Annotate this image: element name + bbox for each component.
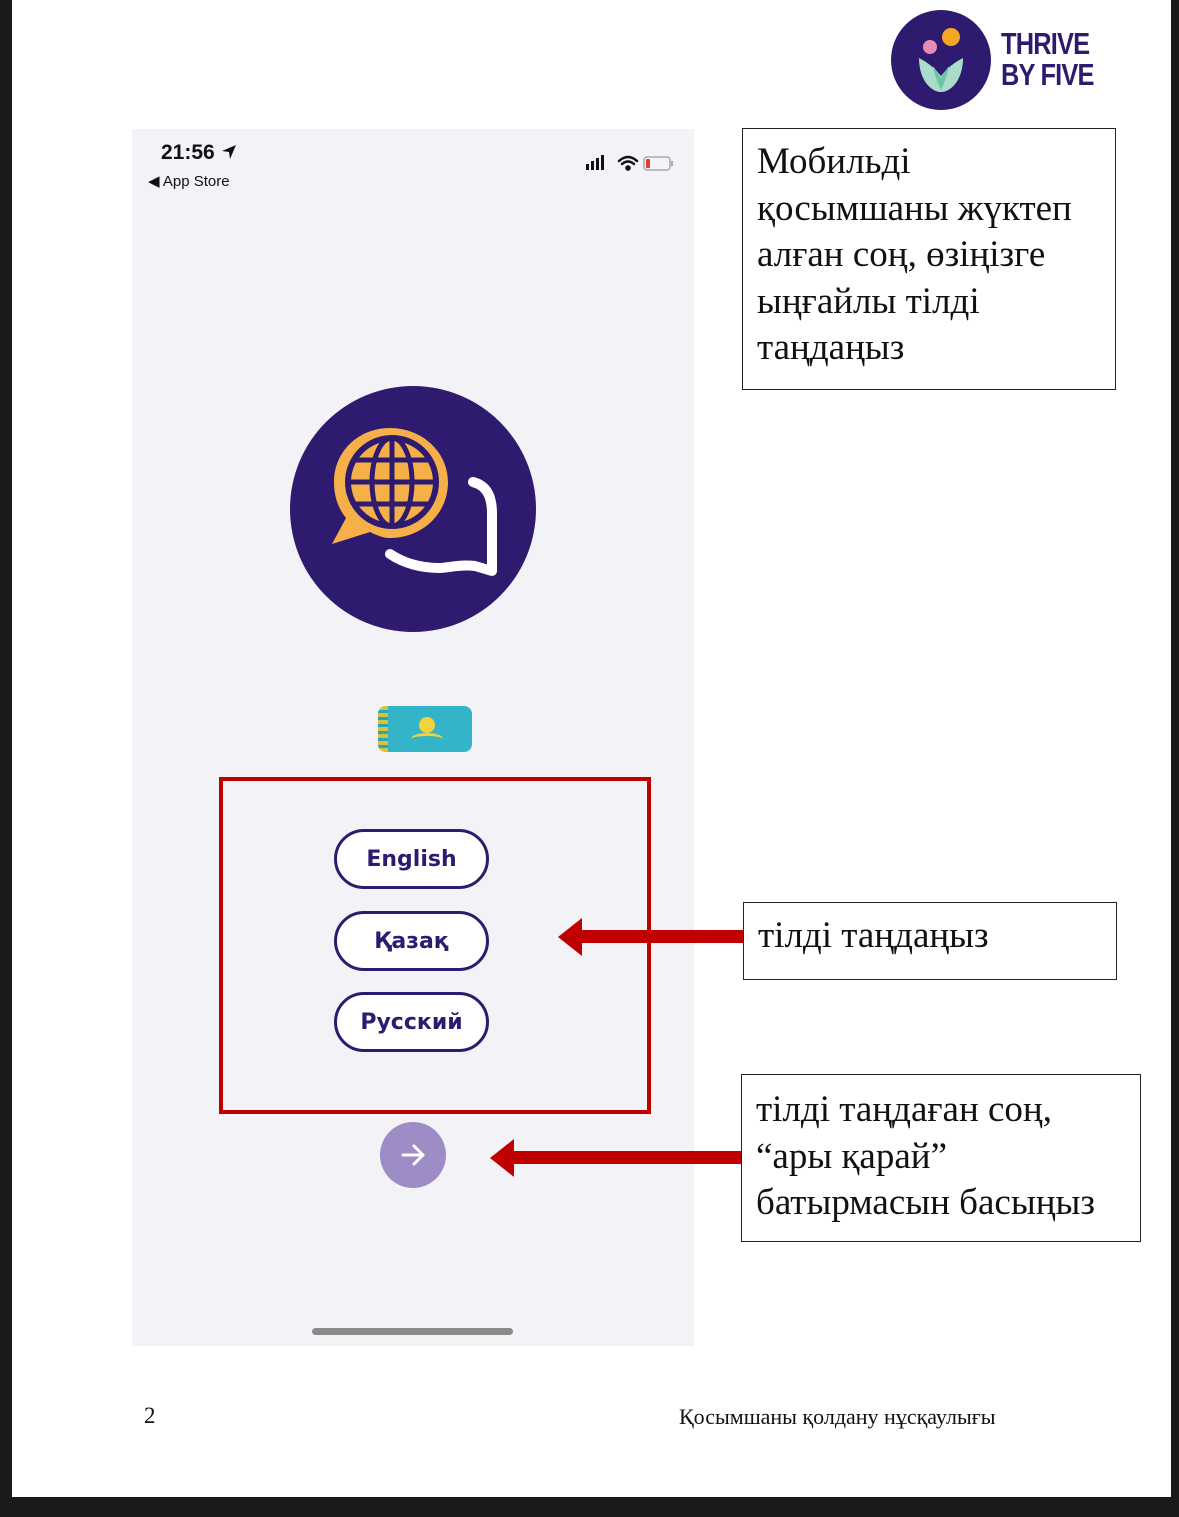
page-number: 2 bbox=[144, 1403, 156, 1428]
location-arrow-icon bbox=[221, 145, 236, 159]
footer-title: Қосымшаны қолдану нұсқаулығы bbox=[679, 1404, 996, 1429]
language-button-english[interactable]: English bbox=[334, 829, 489, 889]
callout-intro: Мобильді қосымшаны жүктеп алған соң, өзі… bbox=[742, 128, 1116, 390]
wifi-icon bbox=[617, 155, 639, 171]
status-time: 21:56 bbox=[161, 141, 237, 165]
logo-line-2: BY FIVE bbox=[1001, 57, 1095, 92]
arrow-right-icon bbox=[401, 1144, 425, 1166]
callout-choose-language-text: тілді таңдаңыз bbox=[758, 915, 989, 956]
next-button[interactable] bbox=[380, 1122, 446, 1188]
status-icons bbox=[586, 155, 673, 171]
flag-ornament bbox=[378, 706, 388, 752]
phone-screenshot: 21:56 ◀ App Store bbox=[132, 129, 694, 1346]
flag-eagle bbox=[411, 733, 443, 745]
callout-next-step-line: тілді таңдаған соң, bbox=[756, 1089, 1052, 1130]
callout-intro-line: Мобильді bbox=[757, 141, 911, 182]
callout-choose-language: тілді таңдаңыз bbox=[743, 902, 1117, 980]
logo-wordmark: THRIVE BY FIVE bbox=[1001, 26, 1095, 92]
thrive-by-five-logo: THRIVE BY FIVE bbox=[891, 10, 1121, 110]
callout-intro-line: қосымшаны жүктеп bbox=[757, 187, 1072, 229]
back-to-app-store-link[interactable]: ◀ App Store bbox=[148, 173, 230, 190]
kazakhstan-flag-icon bbox=[378, 706, 472, 752]
home-indicator bbox=[312, 1328, 513, 1335]
status-time-text: 21:56 bbox=[161, 141, 215, 164]
logo-line-1: THRIVE bbox=[1001, 26, 1090, 61]
tulip-icon bbox=[919, 28, 963, 92]
language-button-kazakh[interactable]: Қазақ bbox=[334, 911, 489, 971]
callout-intro-line: ыңғайлы тілді bbox=[757, 280, 980, 322]
flag-sun bbox=[419, 717, 435, 733]
globe-chat-icon bbox=[290, 386, 536, 632]
callout-next-step-line: “ары қарай” bbox=[756, 1135, 947, 1177]
cellular-signal-icon bbox=[586, 155, 604, 170]
callout-next-step-line: батырмасын басыңыз bbox=[756, 1182, 1095, 1223]
battery-low-icon bbox=[643, 156, 673, 171]
bottom-border bbox=[0, 1497, 1179, 1517]
logo-emblem bbox=[891, 10, 991, 110]
callout-next-step: тілді таңдаған соң, “ары қарай” батырмас… bbox=[741, 1074, 1141, 1242]
callout-intro-line: алған соң, өзіңізге bbox=[757, 234, 1046, 275]
language-button-russian[interactable]: Русский bbox=[334, 992, 489, 1052]
callout-intro-line: таңдаңыз bbox=[757, 327, 905, 368]
language-highlight-frame bbox=[219, 777, 651, 1114]
